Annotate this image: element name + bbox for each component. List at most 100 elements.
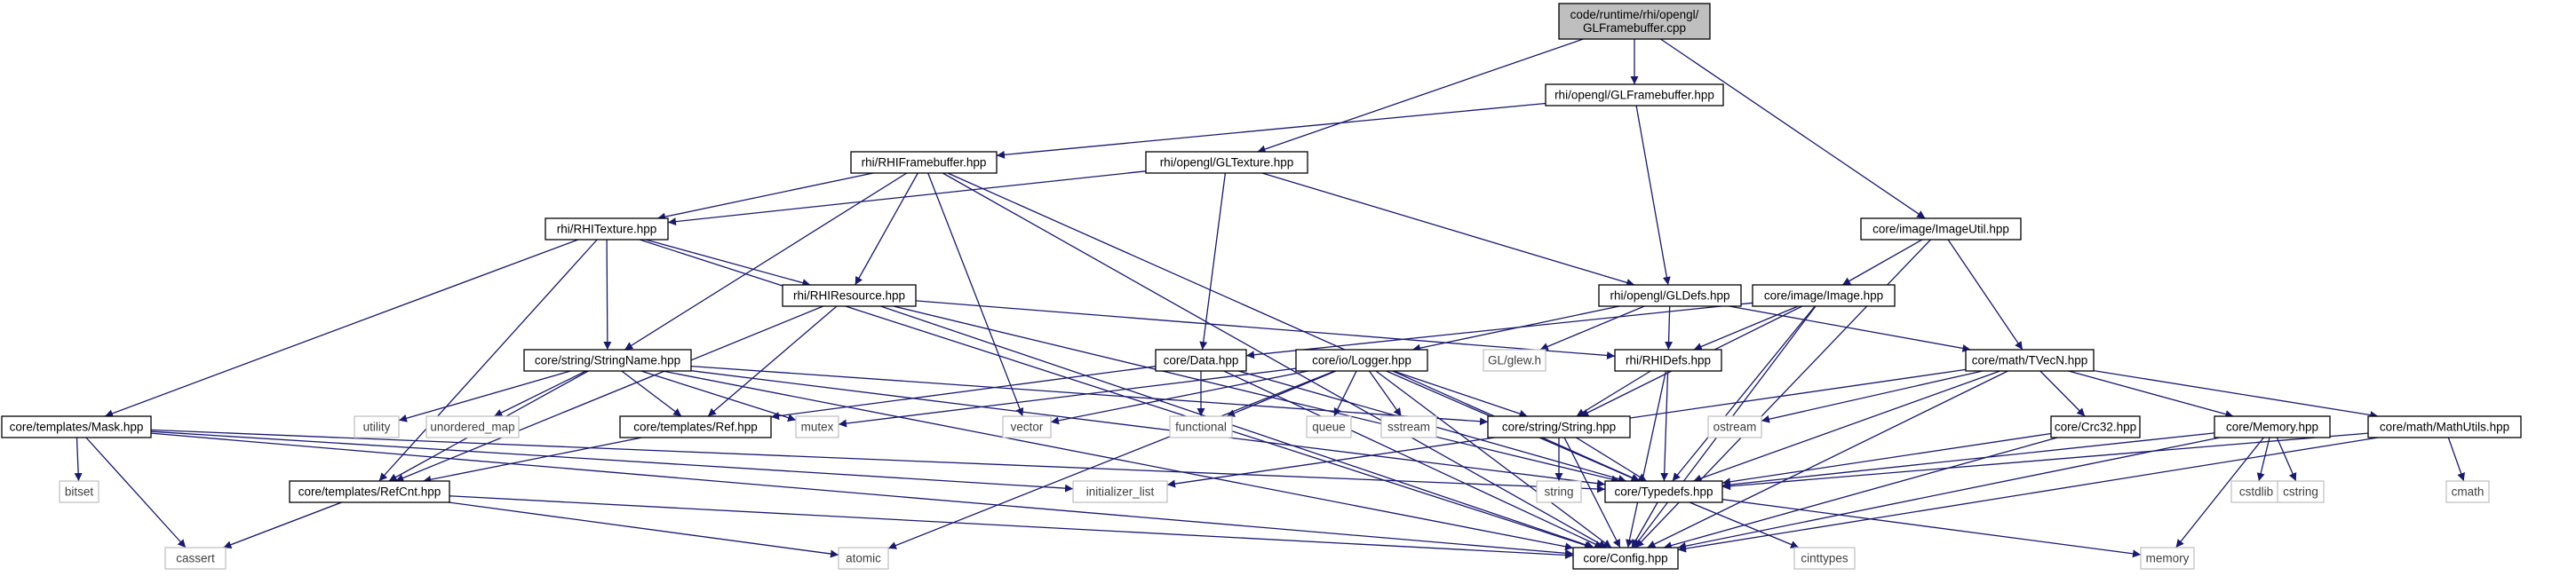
edge-mask-to-typedefs	[150, 429, 1606, 493]
edge-gldefs-to-glew	[1539, 305, 1645, 351]
node-box	[1598, 284, 1742, 307]
node-mask[interactable]: core/templates/Mask.hpp	[1, 415, 152, 438]
edge-rhifb-to-strname	[624, 172, 908, 351]
edge-strname-to-mutex	[640, 370, 797, 422]
node-data[interactable]: core/Data.hpp	[1155, 349, 1247, 372]
edge-root-to-imgutil	[1660, 38, 1926, 219]
edge-mathutils-to-typedefs	[1721, 432, 2369, 491]
node-label: cinttypes	[1801, 552, 1849, 565]
node-gldefs[interactable]: rhi/opengl/GLDefs.hpp	[1598, 284, 1742, 307]
node-crc32[interactable]: core/Crc32.hpp	[2050, 415, 2141, 438]
node-memory_hpp[interactable]: core/Memory.hpp	[2214, 415, 2331, 438]
node-rhires[interactable]: rhi/RHIResource.hpp	[782, 284, 917, 307]
node-box	[1380, 415, 1437, 438]
edge-logger-to-mutex	[838, 367, 1297, 428]
node-strname[interactable]: core/string/StringName.hpp	[523, 349, 692, 372]
node-box	[1545, 83, 1724, 107]
node-string_sys: string	[1536, 480, 1582, 503]
node-logger[interactable]: core/io/Logger.hpp	[1295, 349, 1428, 372]
edge-tvec-to-memory_hpp	[2068, 370, 2234, 418]
node-rhifb[interactable]: rhi/RHIFramebuffer.hpp	[850, 151, 998, 174]
node-box	[1072, 480, 1168, 503]
node-label: core/io/Logger.hpp	[1312, 354, 1411, 367]
node-label: core/string/String.hpp	[1502, 421, 1616, 434]
node-label: core/string/StringName.hpp	[535, 354, 680, 367]
edge-rhires-to-typedefs	[893, 305, 1620, 484]
node-functional: functional	[1169, 415, 1233, 438]
node-label: rhi/RHIFramebuffer.hpp	[862, 156, 987, 170]
node-label: vector	[1011, 421, 1044, 434]
node-cassert: cassert	[164, 547, 227, 570]
node-box	[1793, 547, 1856, 570]
edge-memory_hpp-to-config	[1677, 437, 2221, 550]
node-config[interactable]: core/Config.hpp	[1572, 547, 1679, 570]
node-box	[545, 217, 669, 241]
node-label: core/Data.hpp	[1164, 354, 1239, 367]
node-mathutils[interactable]: core/math/MathUtils.hpp	[2367, 415, 2522, 438]
node-typedefs[interactable]: core/Typedefs.hpp	[1604, 480, 1723, 503]
node-box	[354, 415, 400, 438]
edge-gltex-to-gldefs	[1261, 172, 1635, 287]
edge-rhidefs-to-string_hpp	[1576, 370, 1651, 417]
edge-imgutil-to-tvec	[1947, 239, 2023, 351]
node-label: cstring	[2283, 485, 2318, 499]
edge-refcnt-to-cassert	[223, 501, 342, 548]
edge-mask-to-config	[150, 432, 1574, 557]
edge-memory_hpp-to-memory_sys	[2175, 437, 2264, 548]
node-rhidefs[interactable]: rhi/RHIDefs.hpp	[1614, 349, 1722, 372]
node-box	[1002, 415, 1052, 438]
edge-gldefs-to-tvec	[1729, 305, 1971, 352]
edge-layer	[74, 38, 2465, 559]
node-label: rhi/RHIResource.hpp	[793, 289, 905, 303]
node-label: initializer_list	[1086, 485, 1155, 499]
node-label: rhi/opengl/GLDefs.hpp	[1610, 289, 1729, 303]
node-box	[523, 349, 692, 372]
edge-strname-to-umap	[494, 370, 586, 417]
node-image[interactable]: core/image/Image.hpp	[1752, 284, 1896, 307]
node-refcnt[interactable]: core/templates/RefCnt.hpp	[289, 480, 450, 503]
node-label: utility	[363, 421, 391, 434]
node-rhitex[interactable]: rhi/RHITexture.hpp	[545, 217, 669, 241]
node-label: memory	[2146, 552, 2190, 565]
node-box	[425, 415, 520, 438]
node-label: functional	[1175, 421, 1227, 434]
node-box	[1752, 284, 1896, 307]
node-mutex: mutex	[795, 415, 839, 438]
node-label: core/templates/Mask.hpp	[10, 421, 144, 434]
node-imgutil[interactable]: core/image/ImageUtil.hpp	[1860, 217, 2022, 241]
node-box	[1295, 349, 1428, 372]
node-tvec[interactable]: core/math/TVecN.hpp	[1965, 349, 2095, 372]
node-vector: vector	[1002, 415, 1052, 438]
node-layer: code/runtime/rhi/opengl/GLFramebuffer.cp…	[1, 3, 2522, 570]
node-label: cstdlib	[2239, 485, 2273, 499]
edge-typedefs-to-config	[1631, 501, 1658, 548]
node-ref[interactable]: core/templates/Ref.hpp	[619, 415, 772, 438]
edge-strname-to-typedefs	[690, 370, 1606, 488]
node-string_hpp[interactable]: core/string/String.hpp	[1487, 415, 1631, 438]
node-box	[2367, 415, 2522, 438]
edge-rhidefs-to-config	[1626, 370, 1667, 548]
edge-data-to-ref	[770, 366, 1157, 421]
edge-logger-to-sstream	[1368, 370, 1403, 417]
edge-logger-to-queue	[1333, 370, 1357, 417]
node-box	[1487, 415, 1631, 438]
node-box	[795, 415, 839, 438]
node-label: rhi/RHIDefs.hpp	[1626, 354, 1711, 367]
node-box	[1306, 415, 1352, 438]
node-box	[1572, 547, 1679, 570]
node-glfb_hpp[interactable]: rhi/opengl/GLFramebuffer.hpp	[1545, 83, 1724, 107]
edge-rhires-to-config	[880, 305, 1594, 549]
edge-rhitex-to-rhires	[645, 239, 811, 287]
node-label: core/math/MathUtils.hpp	[2380, 421, 2509, 434]
node-label: core/Config.hpp	[1583, 552, 1667, 565]
node-box	[2445, 480, 2490, 503]
node-bitset: bitset	[59, 480, 99, 503]
node-label: GLFramebuffer.cpp	[1583, 21, 1686, 35]
edge-mathutils-to-config	[1677, 437, 2379, 553]
node-initlist: initializer_list	[1072, 480, 1168, 503]
edge-rhidefs-to-typedefs	[1660, 370, 1669, 482]
node-gltex[interactable]: rhi/opengl/GLTexture.hpp	[1145, 151, 1308, 174]
edge-strname-to-config	[662, 370, 1574, 551]
edge-logger-to-functional	[1226, 370, 1337, 417]
